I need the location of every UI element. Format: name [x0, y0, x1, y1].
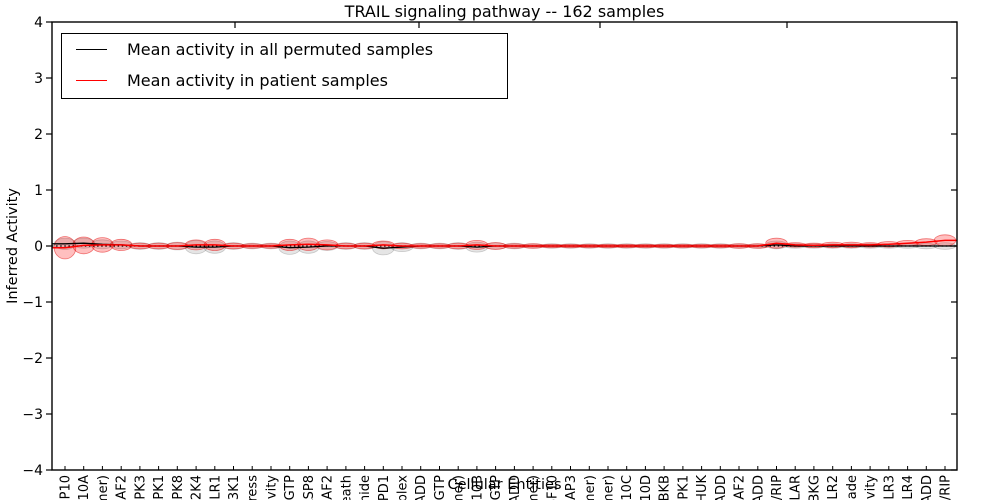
x-tick-label: TRAIL/TRAILR1/DAP3/GTP	[433, 475, 448, 500]
legend-item: Mean activity in patient samples	[62, 65, 507, 96]
x-tick-label: mol:ceramide	[358, 475, 373, 500]
y-tick-label: −4	[22, 463, 43, 479]
x-tick-label: TRAILR2 (trimer)	[452, 475, 467, 500]
x-tick-label: negative regulation of caspase activity	[265, 475, 280, 500]
x-tick-label: MAPK8	[171, 475, 186, 500]
legend-line-patient-icon	[76, 80, 107, 81]
x-tick-label: TRAIL/TRAILR2/FADD	[920, 475, 935, 500]
x-tick-label: TRADD	[751, 475, 766, 500]
x-tick-label: TRAIL/TRAILR1	[208, 475, 223, 500]
x-tick-label: TNFRSF10B	[470, 475, 485, 500]
x-tick-label: TRAILR4 (trimer)	[602, 475, 617, 500]
x-tick-label: TRAIL/TRAILR2/FADD/TRADD/RIP	[939, 475, 954, 500]
x-tick-label: TRAIL/TRAILR1/FADD/TRADD/RIP/TRAF2	[115, 475, 130, 500]
x-tick-label: response to oxidative stress	[246, 475, 261, 500]
x-tick-label: FADD	[714, 475, 729, 500]
x-tick-label: IKK complex	[396, 475, 411, 500]
x-tick-label: TRAIL/TRAILR2/FADD/TRADD/RIP/TRAF2	[321, 475, 336, 500]
y-tick-label: 3	[34, 71, 43, 87]
x-tick-label: TNFSF10	[545, 475, 560, 500]
chart-title: TRAIL signaling pathway -- 162 samples	[344, 2, 665, 21]
x-tick-label: TRAIL/TRAILR2	[826, 475, 841, 500]
x-tick-label: positive regulation of NF-kappaB transcr…	[864, 475, 879, 500]
x-tick-label: TNFRSF10C	[620, 475, 635, 500]
x-tick-label: TNFRSF10D	[639, 475, 654, 500]
y-tick-label: 2	[34, 127, 43, 143]
y-tick-label: 1	[34, 183, 43, 199]
y-axis-label: Inferred Activity	[5, 188, 21, 304]
x-tick-label: TRAF2	[733, 475, 748, 500]
x-tick-label: TNFRSF10A	[77, 475, 92, 500]
x-tick-label: CASP10	[59, 475, 74, 500]
x-axis-label: Cellular Entities	[447, 477, 562, 493]
x-tick-label: DAP3/GTP	[489, 475, 504, 500]
x-tick-label: MAPK1	[152, 475, 167, 500]
x-tick-label: IKBKG	[807, 475, 822, 500]
x-tick-label: TRAIL (trimer)	[527, 475, 542, 500]
x-tick-label: TRAIL/TRAILR1/DAP3/GTP/FADD	[508, 475, 523, 500]
x-tick-label: TRAILR1 (trimer)	[96, 475, 111, 500]
x-tick-label: CHUK	[695, 475, 710, 500]
x-tick-label: IKBKB	[658, 475, 673, 500]
x-tick-label: CFLAR	[789, 475, 804, 500]
legend-item-label: Mean activity in all permuted samples	[127, 40, 434, 59]
x-tick-label: TRAILR3 (trimer)	[583, 475, 598, 500]
x-tick-label: TRAIL/TRAILR3	[882, 475, 897, 500]
x-tick-label: TRAIL/TRAILR1/FADD/TRADD/RIP	[770, 475, 785, 500]
x-tick-label: MAP2K4	[190, 475, 205, 500]
y-tick-label: −2	[22, 351, 43, 367]
x-tick-label: DAP3	[564, 475, 579, 500]
x-tick-label: CASP8	[302, 475, 317, 500]
x-tick-label: cell death	[339, 475, 354, 500]
x-tick-label: mol:GTP	[283, 475, 298, 500]
legend-item: Mean activity in all permuted samples	[62, 34, 507, 65]
x-tick-label: TRAIL/TRAILR1/FADD	[414, 475, 429, 500]
y-tick-label: 0	[34, 239, 43, 255]
x-tick-label: RIPK1	[676, 475, 691, 500]
legend: Mean activity in all permuted samples Me…	[61, 33, 508, 99]
x-tick-label: MAP3K1	[227, 475, 242, 500]
x-tick-label: TRAIL/TRAILR4	[901, 475, 916, 500]
x-tick-label: SMPD1	[377, 475, 392, 500]
x-tick-label: JNK cascade	[845, 475, 860, 500]
y-tick-label: −1	[22, 295, 43, 311]
patient-mean-line	[52, 239, 957, 249]
legend-item-label: Mean activity in patient samples	[127, 71, 388, 90]
y-tick-label: 4	[34, 15, 43, 31]
legend-line-permuted-icon	[76, 49, 107, 50]
x-tick-label: MAPK3	[133, 475, 148, 500]
y-tick-label: −3	[22, 407, 43, 423]
